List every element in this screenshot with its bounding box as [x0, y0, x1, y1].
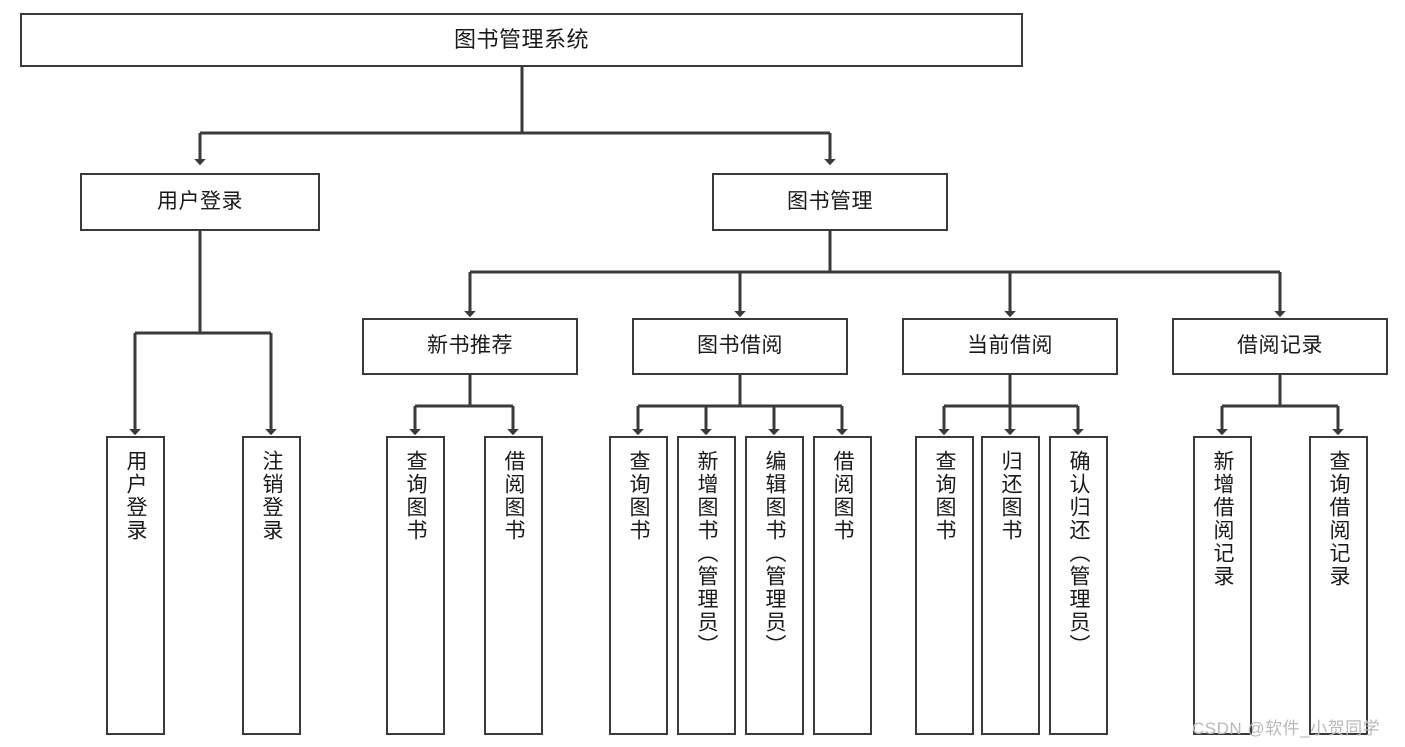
node-book-manage[interactable]: 图书管理 [712, 173, 948, 231]
node-leaf-edit-book-label: 编辑图书（管理员） [763, 450, 786, 657]
node-leaf-borrow-book-2[interactable]: 借阅图书 [813, 436, 872, 735]
node-leaf-query-record-label: 查询借阅记录 [1327, 450, 1350, 588]
node-leaf-confirm-return-label: 确认归还（管理员） [1067, 450, 1090, 657]
node-leaf-add-book-label: 新增图书（管理员） [695, 450, 718, 657]
node-user-login[interactable]: 用户登录 [80, 173, 320, 231]
node-current-borrow[interactable]: 当前借阅 [902, 318, 1118, 375]
node-leaf-borrow-book-2-label: 借阅图书 [831, 450, 854, 542]
node-new-book-recommend-label: 新书推荐 [427, 334, 513, 358]
node-leaf-return-book-label: 归还图书 [999, 450, 1022, 542]
node-leaf-query-book-2-label: 查询图书 [627, 450, 650, 542]
node-leaf-borrow-book-1-label: 借阅图书 [502, 450, 525, 542]
node-leaf-query-book-1-label: 查询图书 [404, 450, 427, 542]
node-leaf-add-record-label: 新增借阅记录 [1211, 450, 1234, 588]
node-leaf-add-record[interactable]: 新增借阅记录 [1193, 436, 1252, 735]
node-leaf-query-book-3[interactable]: 查询图书 [915, 436, 974, 735]
node-new-book-recommend[interactable]: 新书推荐 [362, 318, 578, 375]
node-leaf-query-book-3-label: 查询图书 [933, 450, 956, 542]
node-leaf-query-record[interactable]: 查询借阅记录 [1309, 436, 1368, 735]
node-leaf-edit-book[interactable]: 编辑图书（管理员） [745, 436, 804, 735]
node-book-borrow[interactable]: 图书借阅 [632, 318, 848, 375]
node-root-label: 图书管理系统 [453, 27, 589, 53]
node-leaf-query-book-2[interactable]: 查询图书 [609, 436, 668, 735]
node-leaf-user-logout-label: 注销登录 [260, 450, 283, 542]
node-book-borrow-label: 图书借阅 [697, 334, 783, 358]
node-borrow-record-label: 借阅记录 [1237, 334, 1323, 358]
node-leaf-add-book[interactable]: 新增图书（管理员） [677, 436, 736, 735]
node-leaf-user-login-label: 用户登录 [124, 450, 147, 542]
node-leaf-borrow-book-1[interactable]: 借阅图书 [484, 436, 543, 735]
node-leaf-user-logout[interactable]: 注销登录 [242, 436, 301, 735]
watermark: CSDN @软件_小贺同学 [1192, 719, 1381, 738]
node-leaf-confirm-return[interactable]: 确认归还（管理员） [1049, 436, 1108, 735]
node-root[interactable]: 图书管理系统 [20, 13, 1023, 67]
node-borrow-record[interactable]: 借阅记录 [1172, 318, 1388, 375]
node-current-borrow-label: 当前借阅 [967, 334, 1053, 358]
node-user-login-label: 用户登录 [157, 189, 243, 213]
node-leaf-return-book[interactable]: 归还图书 [981, 436, 1040, 735]
node-leaf-query-book-1[interactable]: 查询图书 [386, 436, 445, 735]
node-leaf-user-login[interactable]: 用户登录 [106, 436, 165, 735]
node-book-manage-label: 图书管理 [787, 189, 873, 213]
